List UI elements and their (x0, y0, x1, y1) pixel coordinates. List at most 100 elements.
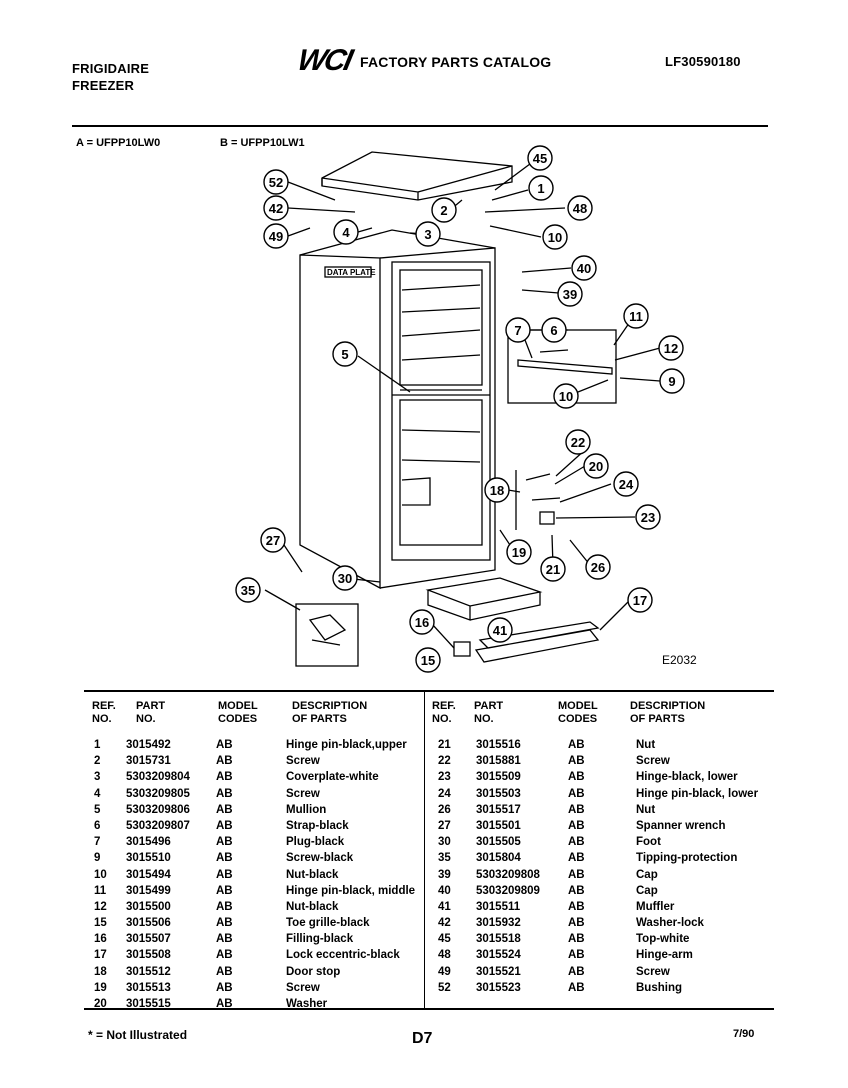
callout-3: 3 (415, 221, 441, 247)
cell-desc: Top-white (636, 933, 690, 946)
callout-circle (659, 368, 685, 394)
callout-4: 4 (333, 219, 359, 245)
cell-part: 3015496 (126, 836, 171, 849)
cell-ref: 27 (438, 819, 451, 832)
cell-model: AB (568, 981, 585, 994)
callout-27: 27 (260, 527, 286, 553)
cell-ref: 52 (438, 981, 451, 994)
cell-desc: Cap (636, 884, 658, 897)
cell-ref: 11 (94, 884, 107, 897)
callout-16: 16 (409, 609, 435, 635)
cell-desc: Nut-black (286, 868, 339, 881)
col-desc-header: DESCRIPTION OF PARTS (292, 700, 368, 725)
callout-circle (260, 527, 286, 553)
callout-39: 39 (557, 281, 583, 307)
cell-ref: 19 (94, 981, 107, 994)
callout-10: 10 (542, 224, 568, 250)
callout-number: 40 (577, 261, 591, 276)
cell-ref: 41 (438, 900, 451, 913)
cell-ref: 7 (94, 836, 101, 849)
cell-part: 5303209805 (126, 787, 190, 800)
page-number: D7 (412, 1030, 433, 1047)
cell-part: 5303209807 (126, 819, 190, 832)
cell-desc: Filling-black (286, 933, 354, 946)
header-rule (72, 125, 768, 127)
callout-number: 6 (550, 323, 557, 338)
cell-desc: Coverplate-white (286, 771, 379, 784)
cell-model: AB (568, 965, 585, 978)
cell-ref: 49 (438, 965, 451, 978)
cell-ref: 9 (94, 852, 101, 865)
cell-model: AB (568, 755, 585, 768)
wci-logo: WCI (294, 44, 354, 77)
cell-part: 3015505 (476, 836, 521, 849)
callout-12: 12 (658, 335, 684, 361)
cell-model: AB (568, 787, 585, 800)
cell-part: 3015516 (476, 739, 521, 751)
model-b: B = UFPP10LW1 (220, 137, 305, 149)
cell-model: AB (216, 803, 233, 816)
cell-desc: Lock eccentric-black (286, 949, 400, 962)
callout-number: 16 (415, 615, 429, 630)
cell-model: AB (216, 852, 233, 865)
callout-number: 49 (269, 229, 283, 244)
cell-model: AB (568, 771, 585, 784)
col-desc-header-2: DESCRIPTION OF PARTS (630, 700, 706, 725)
callout-circle (333, 219, 359, 245)
cell-model: AB (568, 884, 585, 897)
cell-ref: 42 (438, 917, 451, 930)
cell-model: AB (216, 949, 233, 962)
cell-desc: Mullion (286, 803, 327, 816)
callout-number: 42 (269, 201, 283, 216)
cell-model: AB (216, 917, 233, 930)
cell-part: 3015508 (126, 949, 171, 962)
cell-ref: 12 (94, 900, 107, 913)
brand-block: FRIGIDAIRE FREEZER (72, 60, 149, 94)
cell-ref: 17 (94, 949, 107, 962)
cell-desc: Door stop (286, 965, 341, 978)
callout-circle (542, 224, 568, 250)
cell-ref: 35 (438, 852, 451, 865)
cell-model: AB (216, 884, 233, 897)
callout-circle (332, 565, 358, 591)
cell-desc: Strap-black (286, 819, 349, 832)
cell-ref: 3 (94, 771, 101, 784)
cell-ref: 26 (438, 803, 451, 816)
cell-ref: 39 (438, 868, 451, 881)
cell-desc: Screw-black (286, 852, 354, 865)
cell-model: AB (216, 836, 233, 849)
callout-21: 21 (540, 556, 566, 582)
cell-desc: Screw (636, 755, 670, 768)
cell-desc: Hinge pin-black, lower (636, 787, 759, 800)
cell-part: 3015524 (476, 949, 521, 962)
callout-circle (415, 647, 441, 673)
callout-number: 35 (241, 583, 255, 598)
cell-part: 3015521 (476, 965, 521, 978)
table-top-rule (84, 690, 774, 692)
cell-part: 3015509 (476, 771, 521, 784)
col-model-header: MODEL CODES (218, 700, 258, 725)
callout-circle (528, 175, 554, 201)
cell-part: 3015881 (476, 755, 521, 768)
callout-number: 5 (341, 347, 348, 362)
cell-part: 3015511 (476, 900, 521, 913)
cell-model: AB (568, 868, 585, 881)
callout-49: 49 (263, 223, 289, 249)
callout-24: 24 (613, 471, 639, 497)
cell-part: 3015492 (126, 739, 171, 751)
callout-circle (585, 554, 611, 580)
